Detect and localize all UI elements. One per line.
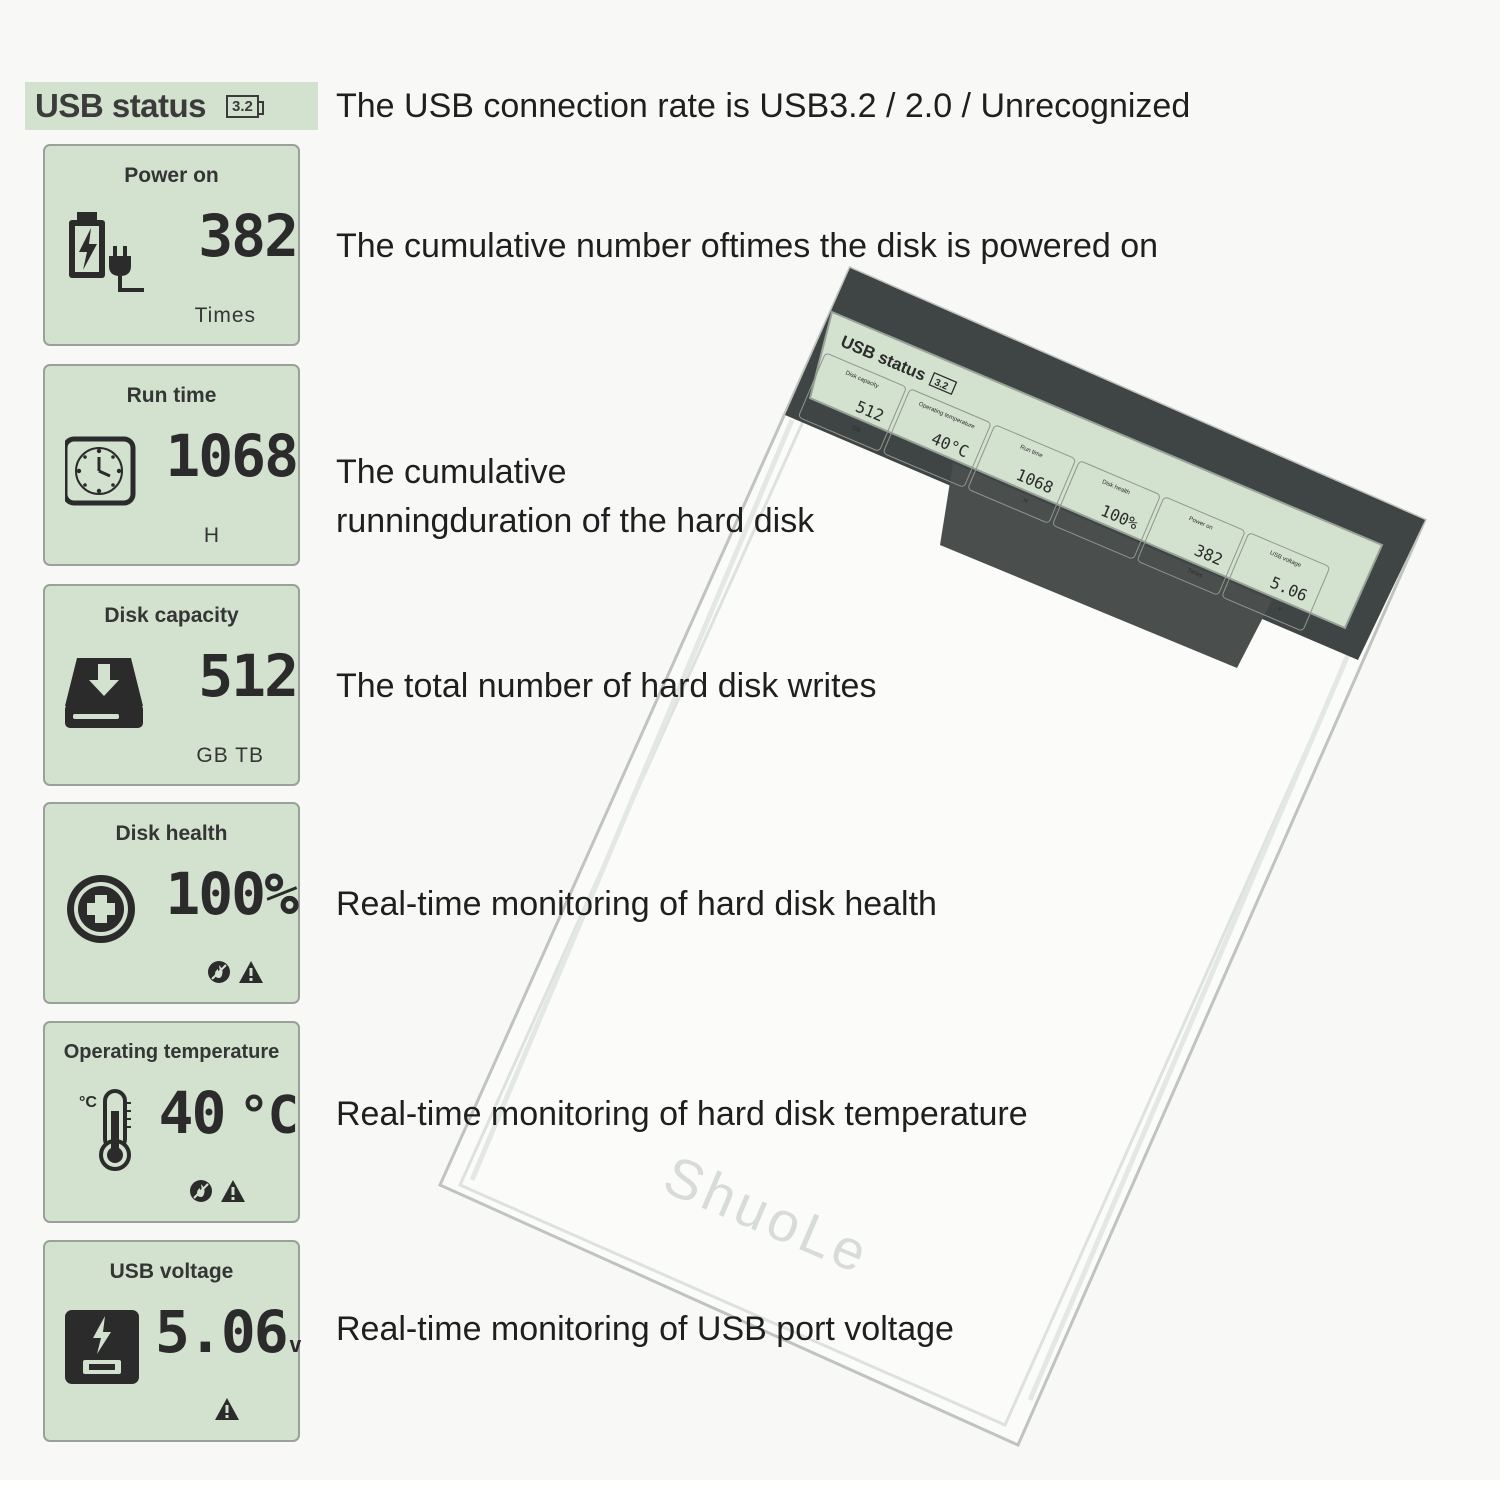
svg-text:°C: °C (79, 1094, 97, 1111)
usb-voltage-unit: v (288, 1333, 302, 1358)
run-time-unit: H (203, 524, 220, 547)
bottom-edge (0, 1480, 1500, 1500)
usb-voltage-status (214, 1397, 240, 1421)
temperature-description: Real-time monitoring of hard disk temper… (336, 1095, 1028, 1133)
usb-status-label: USB status (35, 87, 207, 124)
temperature-status (188, 1178, 246, 1204)
panel-run-time: Run time 1068 H (43, 364, 300, 566)
panel-title: Run time (126, 384, 217, 407)
power-on-description: The cumulative number oftimes the disk i… (336, 227, 1159, 265)
disk-health-value: 100% (165, 860, 299, 928)
temperature-unit: °C (238, 1086, 299, 1146)
usb-rate-badge: 3.2 (226, 94, 264, 118)
panel-operating-temperature: Operating temperature °C 40°C (43, 1021, 300, 1223)
run-time-description-line2: runningduration of the hard disk (336, 502, 815, 540)
power-on-count: 382 (198, 202, 299, 270)
usb-voltage-value: 5.06v (155, 1297, 302, 1367)
panel-title: Disk health (115, 822, 228, 845)
disk-health-description: Real-time monitoring of hard disk health (336, 885, 937, 923)
run-time-description: The cumulative runningduration of the ha… (336, 448, 814, 546)
health-cross-icon (67, 875, 135, 943)
usb-charge-icon (65, 1310, 139, 1384)
clock-icon (65, 436, 136, 506)
panel-disk-capacity: Disk capacity 512 GB TB (43, 584, 300, 786)
usb-voltage-number: 5.06 (155, 1298, 289, 1366)
disk-capacity-description: The total number of hard disk writes (336, 667, 877, 705)
run-time-description-line1: The cumulative (336, 453, 567, 491)
thermometer-icon: °C (79, 1089, 131, 1171)
panel-title: USB voltage (109, 1260, 234, 1283)
disk-capacity-unit: GB TB (196, 744, 264, 767)
warning-icon (239, 961, 263, 983)
run-time-hours: 1068 (165, 422, 299, 490)
warning-icon (221, 1180, 245, 1202)
panel-disk-health: Disk health 100% (43, 802, 300, 1004)
disk-capacity-value: 512 (198, 642, 299, 710)
panel-title: Operating temperature (63, 1041, 280, 1063)
usb-status-description: The USB connection rate is USB3.2 / 2.0 … (336, 87, 1191, 125)
disk-health-status (206, 959, 264, 985)
panel-title: Disk capacity (104, 604, 239, 627)
temperature-value: 40°C (155, 1078, 299, 1148)
temperature-number: 40 (158, 1079, 227, 1147)
usb-voltage-description: Real-time monitoring of USB port voltage (336, 1310, 954, 1348)
no-fire-icon (190, 1180, 212, 1202)
power-on-unit: Times (194, 304, 256, 327)
panel-usb-voltage: USB voltage 5.06v (43, 1240, 302, 1442)
no-fire-icon (208, 961, 230, 983)
battery-plug-icon (69, 212, 144, 292)
usb-status-header: USB status 3.2 (25, 82, 318, 130)
panel-power-on: Power on 382 Times (43, 144, 300, 346)
hard-drive-download-icon (65, 658, 143, 728)
panel-title: Power on (124, 164, 219, 187)
warning-icon (215, 1398, 239, 1420)
